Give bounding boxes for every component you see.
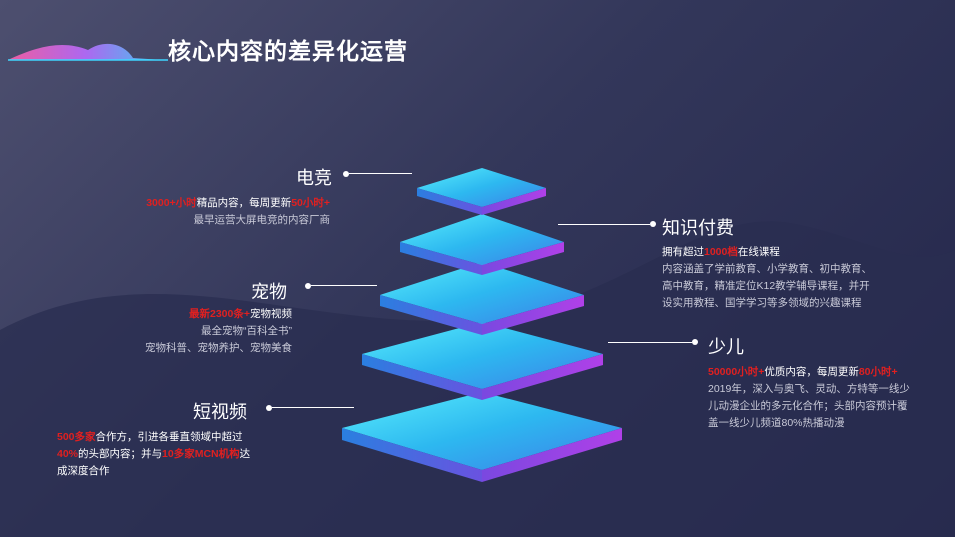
pyramid-layer-5 [342, 392, 622, 482]
desc-line-3: 成深度合作 [57, 465, 110, 477]
desc-line-2: 最全宠物“百科全书” [201, 325, 292, 337]
connector-dot [305, 283, 311, 289]
level-desc-pets: 最新2300条+宠物视频 最全宠物“百科全书” 宠物科普、宠物养护、宠物美食 [60, 306, 292, 357]
connector-line [349, 173, 412, 174]
desc-line-1: 最新2300条+宠物视频 [60, 306, 292, 323]
page-title: 核心内容的差异化运营 [168, 38, 408, 64]
connector-line [558, 224, 650, 225]
level-label-short-video: 短视频 [193, 402, 247, 422]
connector-line [272, 407, 354, 408]
connector-dot [343, 171, 349, 177]
highlight-text: 1000档 [704, 246, 738, 258]
desc-line-3: 宠物科普、宠物养护、宠物美食 [145, 342, 292, 354]
level-desc-paid-knowledge: 拥有超过1000档在线课程 内容涵盖了学前教育、小学教育、初中教育、 高中教育，… [662, 244, 912, 312]
title-decoration-icon [8, 43, 168, 61]
connector-line [311, 285, 377, 286]
pyramid-layer-1 [417, 168, 546, 215]
level-label-kids: 少儿 [708, 337, 744, 357]
highlight-text: 500多家 [57, 431, 96, 443]
level-desc-short-video: 500多家合作方，引进各垂直领域中超过 40%的头部内容；并与10多家MCN机构… [57, 429, 287, 480]
desc-line-2: 40%的头部内容；并与10多家MCN机构达 [57, 446, 287, 463]
desc-line-1: 3000+小时精品内容，每周更新50小时+ [90, 195, 330, 212]
desc-text: 精品内容，每周更新 [196, 197, 292, 209]
desc-line-2: 内容涵盖了学前教育、小学教育、初中教育、 [662, 263, 872, 275]
highlight-text: 最新2300条+ [189, 308, 250, 320]
level-label-pets: 宠物 [251, 282, 287, 302]
desc-line-1: 500多家合作方，引进各垂直领域中超过 [57, 429, 287, 446]
desc-line-3: 高中教育，精准定位K12教学辅导课程，并开 [662, 280, 870, 292]
level-label-esports: 电竞 [296, 168, 332, 188]
desc-line-4: 盖一线少儿频道80%热播动漫 [708, 417, 845, 429]
highlight-text: 50000小时+ [708, 366, 765, 378]
level-label-paid-knowledge: 知识付费 [662, 218, 734, 238]
desc-text: 优质内容，每周更新 [764, 366, 859, 378]
desc-line-1: 拥有超过1000档在线课程 [662, 244, 912, 261]
connector-dot [692, 339, 698, 345]
pyramid-layer-3 [380, 262, 584, 335]
highlight-text: 10多家MCN机构 [162, 448, 240, 460]
desc-text: 在线课程 [737, 246, 780, 258]
highlight-text: 80小时+ [858, 366, 898, 378]
desc-line-1: 50000小时+优质内容，每周更新80小时+ [708, 364, 948, 381]
highlight-text: 50小时+ [291, 197, 330, 209]
desc-line-4: 设实用教程、国学学习等多领域的兴趣课程 [662, 297, 862, 309]
level-desc-kids: 50000小时+优质内容，每周更新80小时+ 2019年，深入与奥飞、灵动、方特… [708, 364, 948, 432]
highlight-text: 40% [57, 448, 79, 460]
level-desc-esports: 3000+小时精品内容，每周更新50小时+ 最早运营大屏电竞的内容厂商 [90, 195, 330, 229]
desc-text: 达 [239, 448, 251, 460]
pyramid-layer-2 [400, 214, 564, 275]
desc-text: 的头部内容；并与 [78, 448, 163, 460]
desc-line-2: 2019年，深入与奥飞、灵动、方特等一线少 [708, 383, 910, 395]
highlight-text: 3000+小时 [146, 197, 197, 209]
desc-line-2: 最早运营大屏电竞的内容厂商 [193, 214, 331, 226]
desc-text: 宠物视频 [250, 308, 292, 320]
connector-dot [266, 405, 272, 411]
desc-line-3: 儿动漫企业的多元化合作；头部内容预计覆 [708, 400, 908, 412]
connector-dot [650, 221, 656, 227]
desc-text: 拥有超过 [662, 246, 704, 258]
pyramid-layer-4 [362, 322, 603, 400]
desc-text: 合作方，引进各垂直领域中超过 [95, 431, 243, 443]
connector-line [608, 342, 692, 343]
